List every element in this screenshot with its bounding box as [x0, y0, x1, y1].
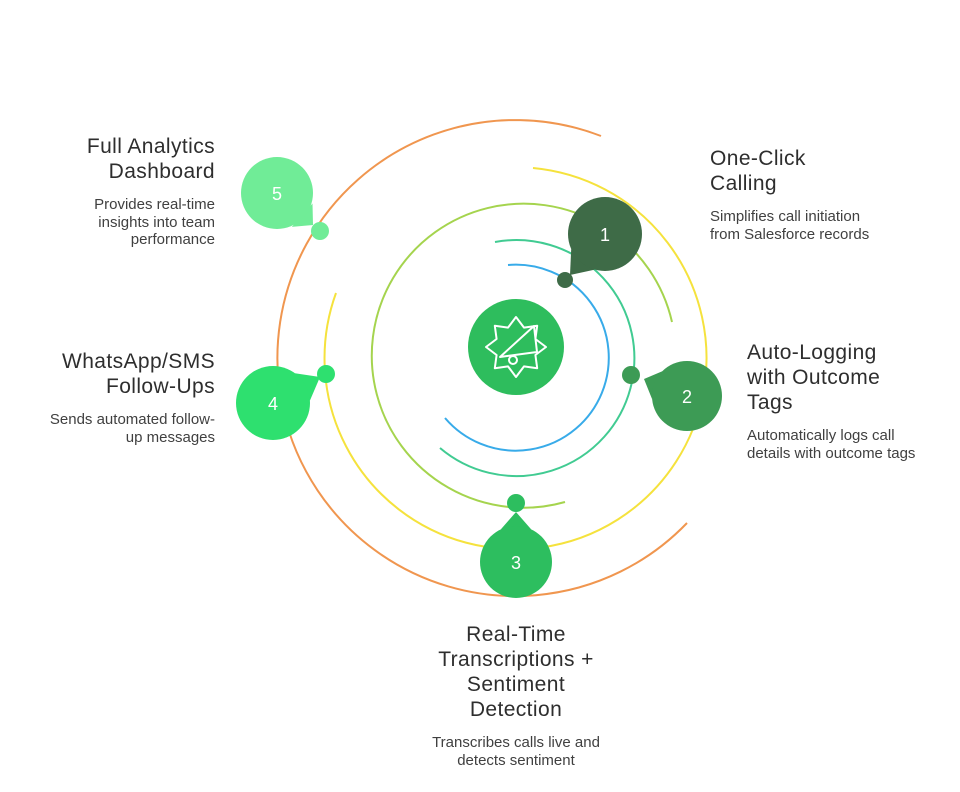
dot-5: [311, 222, 329, 240]
bubble-5: 5: [241, 157, 313, 229]
dot-4: [317, 365, 335, 383]
feature-3-description: Transcribes calls live and detects senti…: [432, 734, 600, 769]
arc-yellow: [323, 167, 708, 551]
bubble-5-circle: [241, 157, 313, 229]
feature-1-description: Simplifies call initiation from Salesfor…: [710, 208, 870, 243]
bubble-1: 1: [568, 197, 642, 275]
arc-teal: [439, 239, 636, 478]
bubble-4-number: 4: [268, 394, 278, 414]
bubble-3: 3: [480, 512, 552, 598]
feature-1-title: One-Click Calling: [710, 147, 806, 195]
feature-5-description: Provides real-time insights into team pe…: [94, 196, 215, 248]
bubble-2-number: 2: [682, 387, 692, 407]
feature-3-title: Real-Time Transcriptions + Sentiment Det…: [438, 623, 594, 721]
bubble-4: 4: [236, 366, 320, 440]
dot-2: [622, 366, 640, 384]
feature-5-title: Full Analytics Dashboard: [86, 135, 215, 183]
bubble-2: 2: [644, 361, 722, 431]
bubble-1-number: 1: [600, 225, 610, 245]
step-bubbles: 1 2 3 4 5: [236, 157, 722, 598]
feature-4-description: Sends automated follow- up messages: [49, 411, 215, 446]
bubble-5-number: 5: [272, 184, 282, 204]
bubble-1-circle: [568, 197, 642, 271]
bubble-4-circle: [236, 366, 310, 440]
connector-dots: [311, 222, 640, 512]
feature-3-text: Real-Time Transcriptions + Sentiment Det…: [366, 622, 666, 769]
feature-4-title: WhatsApp/SMS Follow-Ups: [61, 350, 215, 398]
gear-megaphone-icon: [485, 316, 547, 378]
feature-2-description: Automatically logs call details with out…: [747, 427, 916, 462]
feature-4-text: WhatsApp/SMS Follow-Ups Sends automated …: [5, 349, 215, 446]
feature-2-text: Auto-Logging with Outcome Tags Automatic…: [747, 340, 957, 462]
dot-1: [557, 272, 573, 288]
dot-3: [507, 494, 525, 512]
bubble-3-circle: [480, 526, 552, 598]
feature-5-text: Full Analytics Dashboard Provides real-t…: [5, 134, 215, 249]
bubble-3-number: 3: [511, 553, 521, 573]
center-circle: [468, 299, 564, 395]
feature-2-title: Auto-Logging with Outcome Tags: [747, 341, 881, 414]
bubble-2-circle: [652, 361, 722, 431]
feature-1-text: One-Click Calling Simplifies call initia…: [710, 146, 945, 243]
bubble-3-tail: [500, 512, 532, 530]
center-badge: [468, 299, 564, 395]
